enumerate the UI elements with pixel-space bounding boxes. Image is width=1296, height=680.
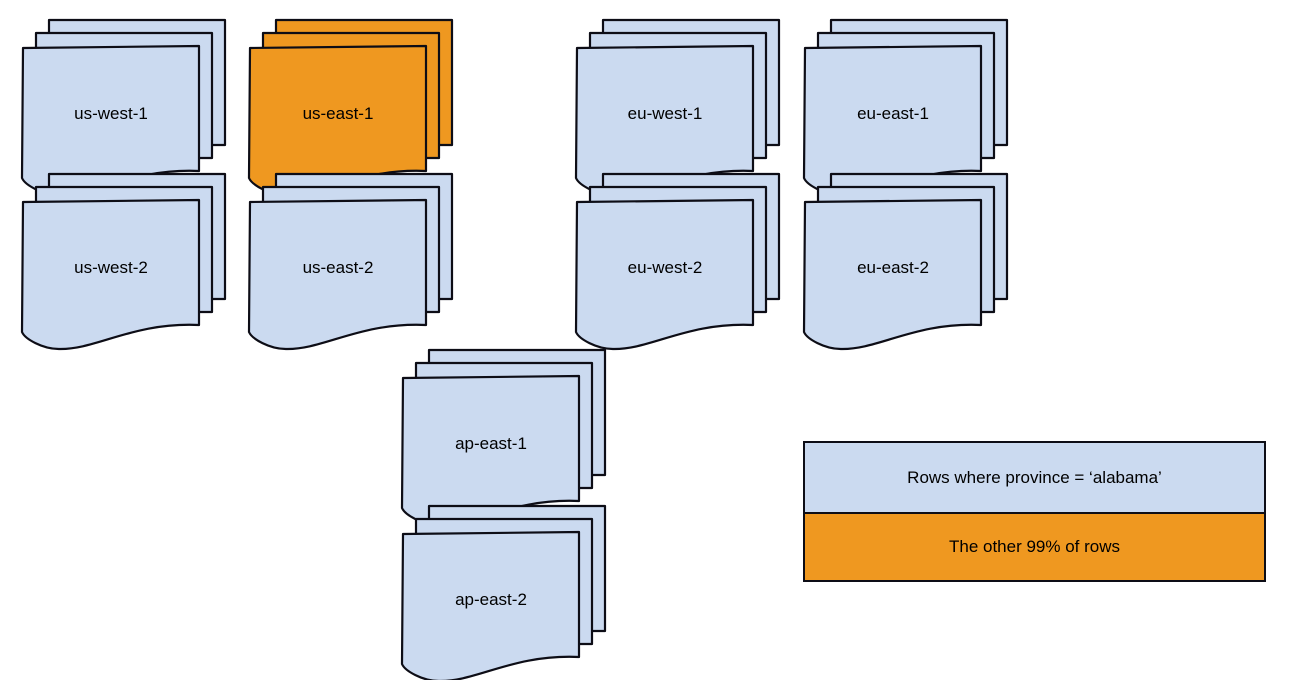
legend-label: The other 99% of rows: [948, 537, 1121, 556]
legend-row-legend-orange: The other 99% of rows: [805, 514, 1264, 580]
document-stack-shape: [802, 172, 1009, 351]
document-stack-shape: [20, 172, 227, 351]
document-stack-ap-east-2[interactable]: ap-east-2: [400, 504, 607, 680]
legend: Rows where province = ‘alabama’ The other…: [803, 441, 1266, 582]
document-stack-us-east-2[interactable]: us-east-2: [247, 172, 454, 351]
document-stack-shape: [574, 172, 781, 351]
legend-label: Rows where province = ‘alabama’: [907, 467, 1162, 487]
document-sheet-front: [802, 198, 983, 351]
document-sheet-front: [20, 198, 201, 351]
document-stack-eu-west-2[interactable]: eu-west-2: [574, 172, 781, 351]
document-stack-us-east-1[interactable]: us-east-1: [247, 18, 454, 197]
document-stack-shape: [574, 18, 781, 197]
document-stack-ap-east-1[interactable]: ap-east-1: [400, 348, 607, 527]
document-stack-shape: [247, 18, 454, 197]
document-stack-shape: [20, 18, 227, 197]
document-sheet-front: [247, 198, 428, 351]
document-stack-shape: [802, 18, 1009, 197]
document-stack-shape: [400, 504, 607, 680]
document-stack-shape: [400, 348, 607, 527]
document-sheet-front: [400, 530, 581, 680]
document-stack-shape: [247, 172, 454, 351]
document-stack-eu-west-1[interactable]: eu-west-1: [574, 18, 781, 197]
document-sheet-front: [574, 198, 755, 351]
legend-row-legend-blue: Rows where province = ‘alabama’: [805, 443, 1264, 514]
document-stack-eu-east-2[interactable]: eu-east-2: [802, 172, 1009, 351]
document-stack-us-west-2[interactable]: us-west-2: [20, 172, 227, 351]
document-sheet-front: [400, 374, 581, 527]
document-stack-us-west-1[interactable]: us-west-1: [20, 18, 227, 197]
document-stack-eu-east-1[interactable]: eu-east-1: [802, 18, 1009, 197]
